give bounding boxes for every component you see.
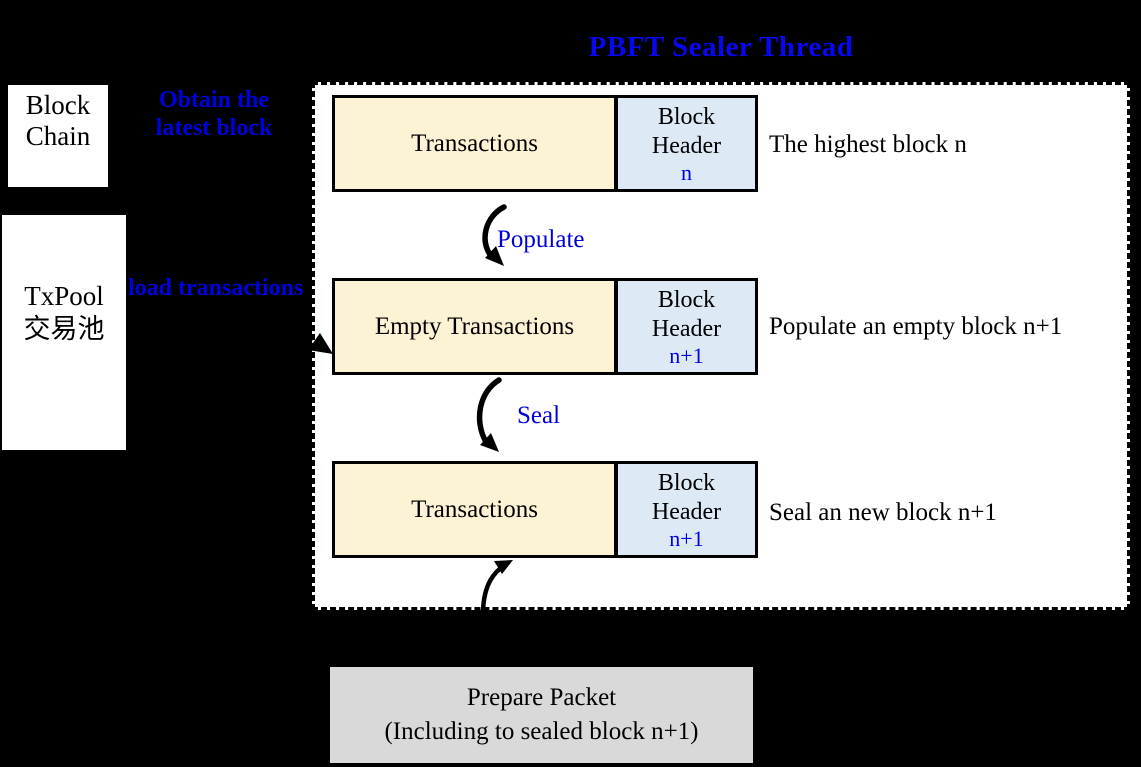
- caption-row1: The highest block n: [769, 131, 967, 158]
- transactions-box-row1: Transactions: [332, 95, 617, 192]
- header-word-header-row2: Header: [651, 315, 722, 342]
- header-number-row2: n+1: [669, 343, 704, 369]
- blockchain-label-line1: Block: [25, 90, 91, 120]
- txpool-label-line1: TxPool: [24, 281, 104, 312]
- header-word-block-row3: Block: [657, 469, 716, 496]
- transactions-box-row2: Empty Transactions: [332, 278, 617, 375]
- obtain-latest-block-note: Obtain the latest block: [138, 86, 290, 143]
- transactions-label-row3: Transactions: [411, 495, 538, 523]
- txpool-label-line2: 交易池: [23, 313, 105, 344]
- header-number-row3: n+1: [669, 526, 704, 552]
- txpool-box: TxPool 交易池: [2, 215, 126, 450]
- header-number-row1: n: [681, 160, 692, 186]
- blockchain-label-line2: Chain: [25, 120, 91, 151]
- diagram-title: PBFT Sealer Thread: [588, 31, 854, 63]
- load-transactions-note: load transactions: [128, 275, 304, 301]
- transactions-box-row3: Transactions: [332, 461, 617, 558]
- prepare-packet-box: Prepare Packet (Including to sealed bloc…: [330, 667, 753, 763]
- header-word-header-row3: Header: [651, 498, 722, 525]
- transactions-label-row1: Transactions: [411, 129, 538, 157]
- block-header-box-row1: Block Header n: [615, 95, 758, 192]
- transactions-label-row2: Empty Transactions: [374, 312, 575, 340]
- packet-line2: (Including to sealed block n+1): [384, 718, 699, 745]
- obtain-note-line1: Obtain the: [158, 87, 269, 113]
- header-word-header-row1: Header: [651, 132, 722, 159]
- caption-row2: Populate an empty block n+1: [769, 313, 1063, 340]
- header-word-block-row2: Block: [657, 286, 716, 313]
- obtain-note-line2: latest block: [155, 115, 273, 142]
- blockchain-box: Block Chain: [8, 85, 108, 187]
- populate-arrow-label: Populate: [497, 226, 585, 253]
- header-word-block-row1: Block: [657, 103, 716, 130]
- seal-arrow-label: Seal: [517, 402, 561, 429]
- block-header-box-row3: Block Header n+1: [615, 461, 758, 558]
- caption-row3: Seal an new block n+1: [769, 499, 997, 526]
- packet-line1: Prepare Packet: [466, 684, 617, 712]
- block-header-box-row2: Block Header n+1: [615, 278, 758, 375]
